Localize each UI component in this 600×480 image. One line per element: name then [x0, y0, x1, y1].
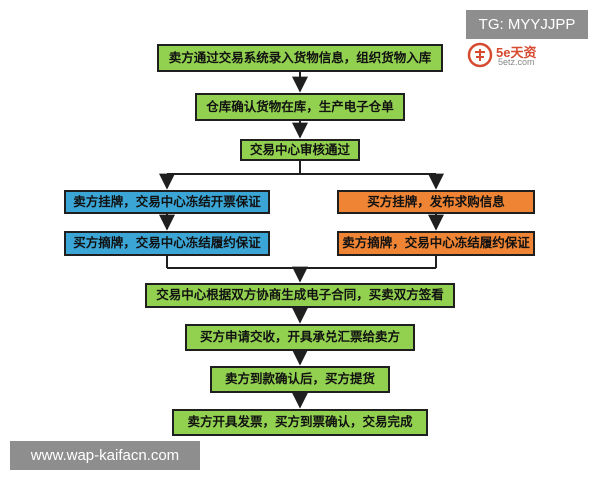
step-trade-complete: 卖方开具发票，买方到票确认，交易完成: [172, 409, 428, 436]
site-watermark: www.wap-kaifacn.com: [10, 441, 200, 470]
step-warehouse-confirms: 仓库确认货物在库，生产电子仓单: [195, 93, 405, 121]
step-generate-contract: 交易中心根据双方协商生成电子合同，买卖双方签看: [145, 283, 455, 308]
tg-contact-tag: TG: MYYJJPP: [466, 10, 588, 39]
brand-logo: 5e天资 5etz.com: [466, 41, 546, 69]
step-buyer-lists: 买方挂牌，发布求购信息: [337, 190, 535, 214]
step-seller-lists: 卖方挂牌，交易中心冻结开票保证: [64, 190, 270, 214]
step-seller-delists: 卖方摘牌，交易中心冻结履约保证: [337, 231, 535, 256]
step-seller-enters-goods: 卖方通过交易系统录入货物信息，组织货物入库: [157, 44, 443, 72]
step-buyer-picks-up: 卖方到款确认后，买方提货: [210, 366, 390, 393]
step-buyer-requests-delivery: 买方申请交收，开具承兑汇票给卖方: [185, 324, 415, 351]
logo-url: 5etz.com: [498, 57, 535, 67]
step-buyer-delists: 买方摘牌，交易中心冻结履约保证: [64, 231, 270, 256]
logo-mark-icon: [467, 42, 493, 68]
step-center-approves: 交易中心审核通过: [240, 139, 360, 161]
logo-text: 5e天资: [496, 45, 537, 60]
